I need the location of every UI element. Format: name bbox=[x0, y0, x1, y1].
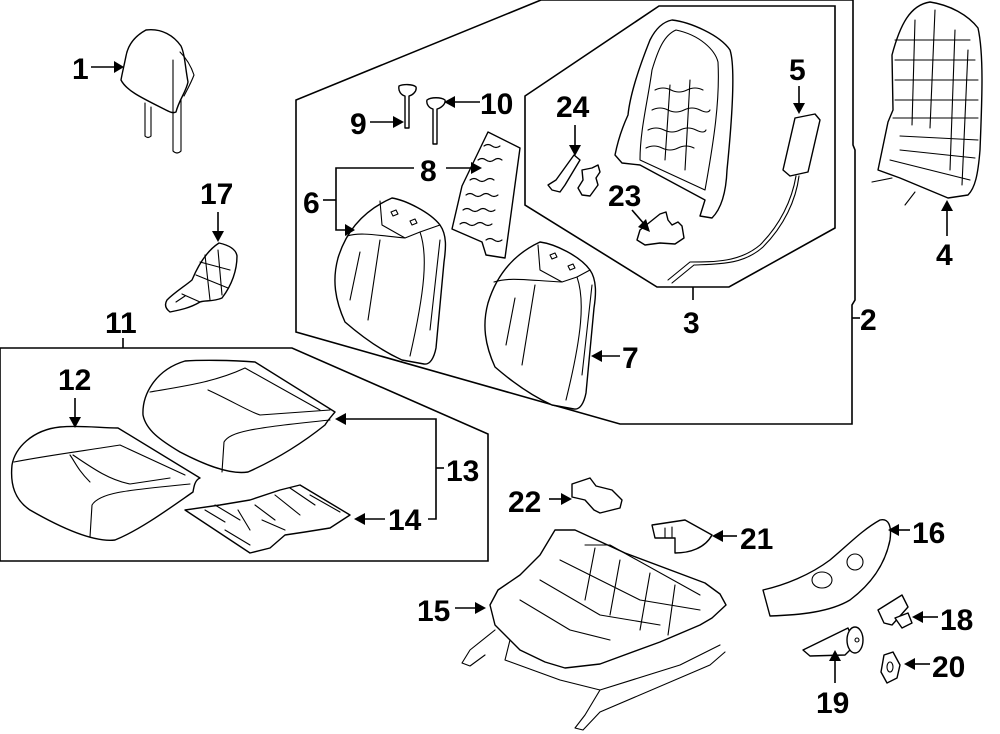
callout-13: 13 bbox=[446, 455, 479, 488]
callout-labels: 1 2 3 4 5 6 7 8 9 10 11 12 13 14 15 16 1… bbox=[58, 53, 973, 720]
group-box-11 bbox=[0, 347, 489, 562]
side-airbag-part bbox=[667, 113, 821, 284]
side-shield-part bbox=[762, 518, 892, 617]
cushion-pad-part bbox=[142, 359, 336, 474]
headrest-guide-10-part bbox=[426, 97, 446, 145]
callout-4: 4 bbox=[936, 239, 953, 272]
callout-14: 14 bbox=[388, 504, 422, 537]
callout-23: 23 bbox=[608, 180, 641, 213]
callout-8: 8 bbox=[420, 155, 437, 188]
callout-7: 7 bbox=[622, 342, 639, 375]
callout-6: 6 bbox=[303, 187, 320, 220]
callout-19: 19 bbox=[816, 687, 849, 720]
callout-10: 10 bbox=[480, 88, 513, 121]
callout-11: 11 bbox=[105, 307, 137, 340]
seat-back-cover-6-part bbox=[334, 197, 447, 365]
callout-12: 12 bbox=[58, 364, 91, 397]
callout-2: 2 bbox=[860, 304, 877, 337]
callout-3: 3 bbox=[683, 307, 700, 340]
bracket-24-part bbox=[547, 154, 601, 197]
lumbar-23-part bbox=[636, 211, 685, 246]
bracket-22-part bbox=[571, 477, 623, 514]
callout-22: 22 bbox=[508, 486, 541, 519]
callout-15: 15 bbox=[417, 595, 450, 628]
group-box-2 bbox=[295, 0, 856, 425]
seat-back-cover-7-part bbox=[484, 241, 597, 410]
callout-17: 17 bbox=[200, 178, 233, 211]
callout-16: 16 bbox=[912, 517, 945, 550]
callout-24: 24 bbox=[556, 91, 590, 124]
seat-back-frame-part bbox=[614, 19, 734, 219]
heater-pad-part bbox=[451, 131, 521, 259]
headrest-part bbox=[120, 29, 195, 154]
seat-back-panel-part bbox=[871, 1, 983, 206]
callout-21: 21 bbox=[740, 523, 773, 556]
recliner-cover-part bbox=[164, 242, 238, 313]
callout-5: 5 bbox=[789, 54, 806, 87]
callout-20: 20 bbox=[932, 651, 965, 684]
cushion-heater-part bbox=[184, 484, 351, 554]
leader-lines bbox=[69, 61, 953, 683]
trim-cover-21-part bbox=[651, 519, 713, 554]
lever-19-part bbox=[802, 626, 864, 657]
headrest-guide-9-part bbox=[398, 83, 417, 129]
switch-knob-18-part bbox=[877, 594, 913, 629]
knob-20-part bbox=[880, 651, 901, 684]
callout-1: 1 bbox=[72, 53, 89, 86]
cushion-cover-part bbox=[10, 425, 201, 541]
callout-9: 9 bbox=[350, 108, 367, 141]
callout-18: 18 bbox=[940, 604, 973, 637]
seat-track-frame-part bbox=[461, 529, 727, 731]
